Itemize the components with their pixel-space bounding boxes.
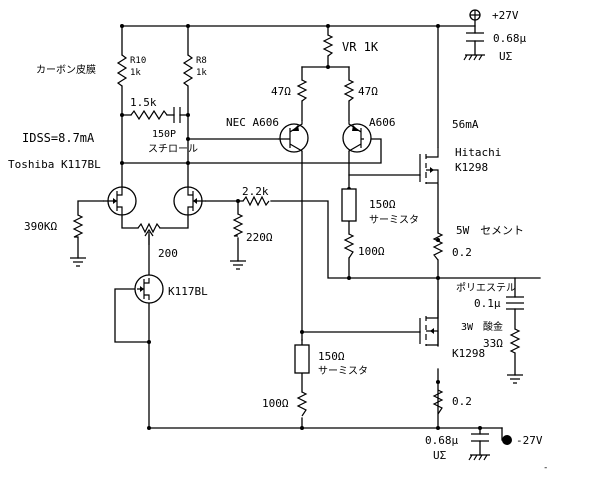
grounds <box>70 54 523 461</box>
label-r10-val: 1k <box>130 68 141 78</box>
mosfet-k1298-bot <box>419 300 439 346</box>
resistor-02-bot <box>432 389 444 415</box>
label-cap-top-type: UΣ <box>499 50 513 63</box>
resistor-2k2 <box>242 195 270 207</box>
label-01u: 0.1μ <box>474 297 501 310</box>
label-47-left: 47Ω <box>271 85 291 98</box>
label-cap-bot-type: UΣ <box>433 449 447 462</box>
label-390k: 390KΩ <box>24 220 57 233</box>
resistor-r10 <box>116 54 128 87</box>
transistors <box>103 120 439 346</box>
label-2k2: 2.2k <box>242 185 269 198</box>
trimmer-200 <box>137 222 161 234</box>
capacitor-150p <box>173 107 181 123</box>
resistor-33 <box>509 328 521 354</box>
label-100-bot: 100Ω <box>262 397 289 410</box>
thermistors <box>294 188 357 374</box>
ground-zobel <box>507 374 523 384</box>
label-carbon-film: カーボン皮膜 <box>36 63 96 76</box>
label-cap-bot-val: 0.68μ <box>425 434 458 447</box>
label-150p: 150P <box>152 129 176 140</box>
label-r8: R8 <box>196 56 207 66</box>
label-idss: IDSS=8.7mA <box>22 131 95 145</box>
label-100-top: 100Ω <box>358 245 385 258</box>
resistor-220 <box>232 213 244 237</box>
label-therm-top-type: サーミスタ <box>369 214 419 226</box>
label-nec-a606: NEC A606 <box>226 116 279 129</box>
label-1k5: 1.5k <box>130 96 157 109</box>
resistor-vr1k <box>322 34 334 57</box>
resistors <box>72 34 521 417</box>
labels: +27V -27V カーボン皮膜 R10 1k R8 1k 1.5k 150P … <box>8 9 548 473</box>
jfet-current-source <box>134 274 164 304</box>
label-toshiba: Toshiba K117BL <box>8 158 101 171</box>
resistor-1k5 <box>130 109 168 121</box>
label-cap-top-val: 0.68μ <box>493 32 526 45</box>
label-02-bot: 0.2 <box>452 395 472 408</box>
label-a606: A606 <box>369 116 396 129</box>
jfet-ltp-right <box>173 186 206 217</box>
resistor-47-right <box>343 79 355 102</box>
capacitor-bot-supply <box>471 433 489 442</box>
ground-bot-cap <box>468 454 490 461</box>
neg-supply-terminal <box>502 435 512 445</box>
label-oxide: 3W 酸金 <box>461 320 503 333</box>
ground-390k <box>70 257 86 267</box>
label-k1298-top: K1298 <box>455 161 488 174</box>
ground-220 <box>230 260 246 270</box>
label-therm-bot-type: サーミスタ <box>318 365 368 377</box>
label-vr1k: VR 1K <box>342 40 379 54</box>
label-hitachi: Hitachi <box>455 146 501 159</box>
bjt-a606-right <box>342 120 372 153</box>
thermistor-bot <box>294 344 310 374</box>
thermistor-top <box>341 188 357 222</box>
supply-terminals <box>469 9 512 445</box>
capacitor-top-supply <box>466 32 484 42</box>
capacitor-zobel <box>506 296 524 310</box>
label-k117bl: K117BL <box>168 285 208 298</box>
label-r10: R10 <box>130 56 146 66</box>
resistor-47-left <box>296 79 308 102</box>
label-k1298-bot: K1298 <box>452 347 485 360</box>
label-33: 33Ω <box>483 337 503 350</box>
label-therm-bot-val: 150Ω <box>318 350 345 363</box>
label-cement: 5W セメント <box>456 224 524 237</box>
resistor-r8 <box>182 54 194 87</box>
label-pos-supply: +27V <box>492 9 519 22</box>
label-neg-supply: -27V <box>516 434 543 447</box>
label-polyester: ポリエステル <box>456 282 516 294</box>
resistor-02-top <box>432 232 444 261</box>
resistor-100-top <box>343 233 355 259</box>
resistor-100-bot <box>296 391 308 417</box>
capacitors <box>173 32 524 442</box>
label-200: 200 <box>158 247 178 260</box>
label-corner-mark: - <box>543 463 548 473</box>
label-220: 220Ω <box>246 231 273 244</box>
label-therm-top-val: 150Ω <box>369 198 396 211</box>
trimmer-200-wiper <box>144 228 154 245</box>
label-47-right: 47Ω <box>358 85 378 98</box>
label-150p-type: スチロール <box>148 143 198 155</box>
jfet-ltp-left <box>103 186 137 217</box>
label-r8-val: 1k <box>196 68 207 78</box>
mosfet-k1298-top <box>419 147 439 185</box>
resistor-390k <box>72 214 84 238</box>
bjt-a606-left <box>278 120 309 153</box>
label-02-top: 0.2 <box>452 246 472 259</box>
label-56ma: 56mA <box>452 118 479 131</box>
ground-top-cap <box>463 54 485 61</box>
